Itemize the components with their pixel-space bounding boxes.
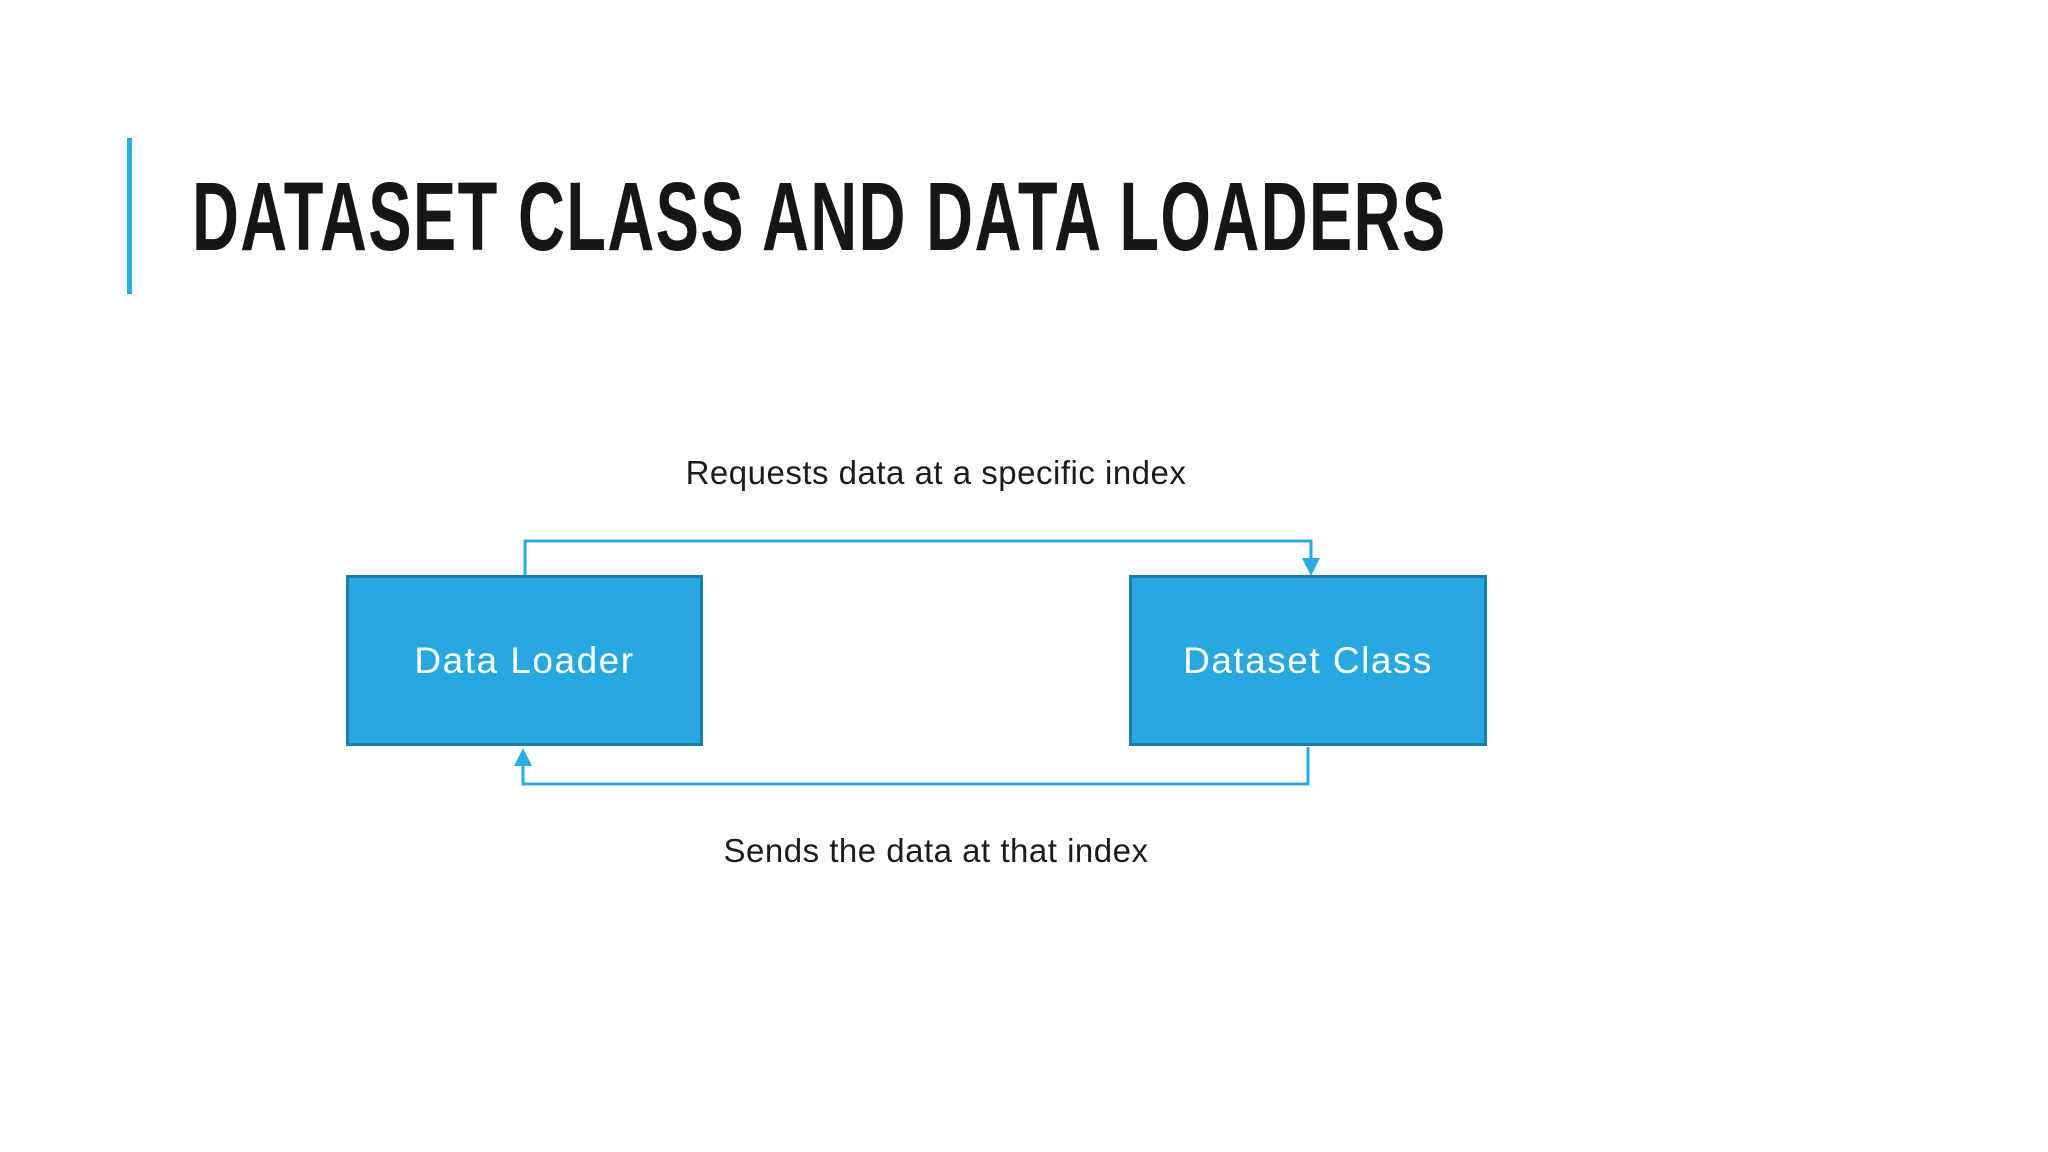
arrowhead-up-icon: [514, 748, 532, 766]
slide-title: DATASET CLASS AND DATA LOADERS: [192, 162, 1447, 271]
title-accent-bar: [127, 138, 132, 294]
arrowhead-down-icon: [1302, 558, 1320, 576]
request-connector-line: [523, 539, 1313, 575]
request-flow-label: Requests data at a specific index: [685, 454, 1187, 491]
data-loader-box: Data Loader: [346, 575, 703, 746]
data-loader-label: Data Loader: [414, 639, 635, 681]
dataset-class-box: Dataset Class: [1129, 575, 1487, 746]
response-connector-line: [521, 747, 1310, 786]
dataset-class-label: Dataset Class: [1183, 639, 1433, 681]
response-flow-label: Sends the data at that index: [723, 832, 1149, 869]
